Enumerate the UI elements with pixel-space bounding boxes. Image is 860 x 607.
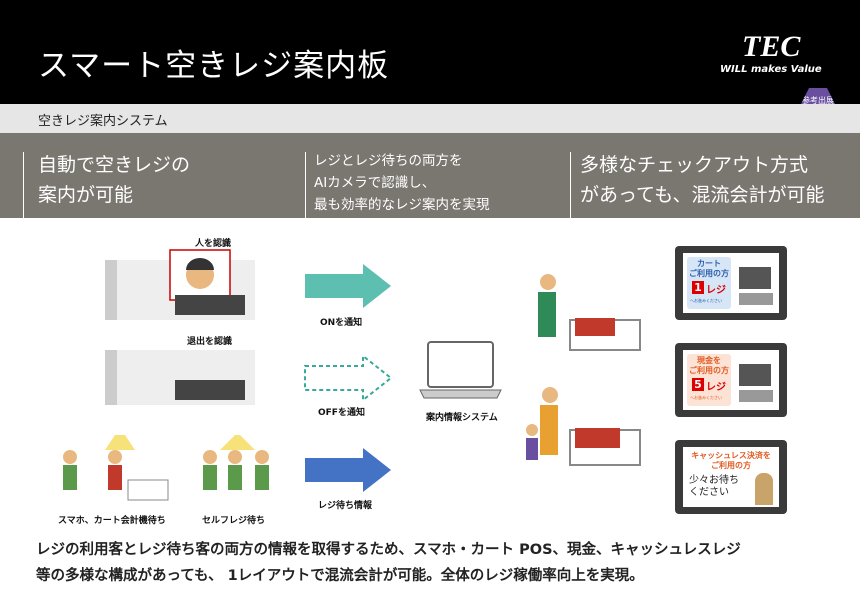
subtitle: 空きレジ案内システム	[38, 114, 168, 129]
label-recognize-person: 人を認識	[195, 239, 232, 249]
label-wait-smartphone: スマホ、カート会計機待ち	[58, 516, 166, 526]
page-title: スマート空きレジ案内板	[38, 48, 390, 84]
label-on: ONを通知	[320, 318, 363, 328]
label-wait-self: セルフレジ待ち	[202, 516, 266, 526]
label-recognize-exit: 退出を認識	[187, 337, 233, 347]
footer-line-1: レジの利用客とレジ待ち客の両方の情報を取得するため、スマホ・カート POS、現金…	[36, 542, 741, 558]
divider	[305, 152, 306, 218]
divider	[23, 152, 24, 218]
arrows	[304, 264, 393, 492]
shoppers-with-carts	[526, 274, 641, 466]
label-wait: レジ待ち情報	[318, 501, 373, 511]
tec-logo: TEC	[742, 30, 801, 63]
logo-tagline: WILL makes Value	[720, 64, 822, 75]
on-arrow	[305, 264, 391, 308]
off-arrow	[304, 353, 393, 403]
signage-cash: 現金を ご利用の方 5 レジ へお進みください	[675, 343, 787, 417]
divider	[570, 152, 571, 218]
subtitle-bar	[0, 104, 860, 133]
header-bar	[0, 0, 860, 104]
label-off: OFFを通知	[318, 408, 365, 418]
register-illustrations	[105, 249, 255, 450]
laptop-icon	[419, 341, 502, 399]
footer-line-2: 等の多様な構成があっても、 1レイアウトで混流会計が可能。全体のレジ稼働率向上を…	[36, 568, 644, 584]
signage-cashless: キャッシュレス決済を ご利用の方 少々お待ち ください	[675, 440, 787, 514]
feature-1: 自動で空きレジの案内が可能	[38, 154, 191, 206]
waiting-customers	[63, 450, 269, 501]
feature-3: 多様なチェックアウト方式があっても、混流会計が可能	[580, 154, 825, 206]
wait-arrow	[305, 448, 391, 492]
signage-cart: カート ご利用の方 1 レジ へお進みください	[675, 246, 787, 320]
feature-band	[0, 133, 860, 218]
label-system: 案内情報システム	[426, 413, 498, 423]
